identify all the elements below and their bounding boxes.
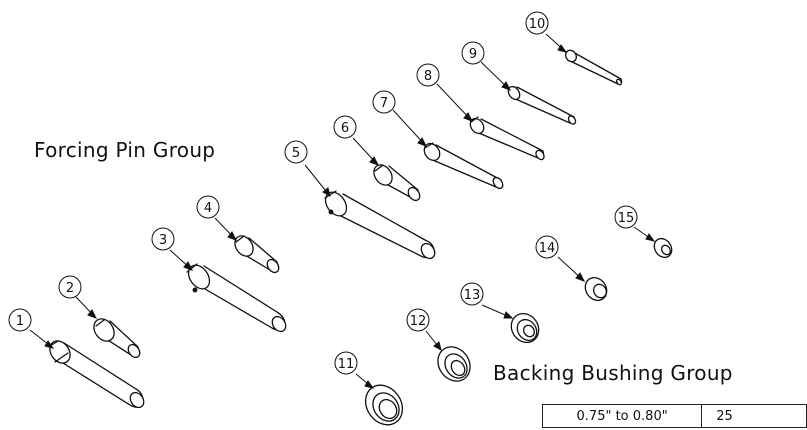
callout-14: 14	[539, 241, 556, 256]
callout-6: 6	[341, 121, 349, 136]
forcing-pin-9	[507, 85, 577, 125]
table-row: 0.75" to 0.80" 25	[541, 404, 807, 428]
callout-13: 13	[464, 288, 481, 303]
callout-11: 11	[338, 357, 355, 372]
bushing-11	[364, 384, 404, 426]
bushing-12	[437, 346, 471, 382]
backing-bushing-group-title: Backing Bushing Group	[493, 361, 733, 385]
table-cell-value: 25	[701, 404, 807, 428]
callout-9: 9	[469, 47, 477, 62]
callout-3: 3	[159, 233, 167, 248]
forcing-pin-10	[565, 49, 623, 86]
forcing-pin-2	[93, 318, 141, 359]
forcing-pin-3	[186, 263, 287, 333]
callout-1: 1	[16, 314, 24, 329]
forcing-pin-5	[324, 190, 436, 260]
forcing-pin-1	[49, 340, 145, 409]
bushing-13	[510, 312, 540, 344]
callout-12: 12	[410, 314, 427, 329]
forcing-pin-6	[373, 164, 421, 202]
callout-15: 15	[618, 211, 635, 226]
forcing-pin-group-title: Forcing Pin Group	[34, 138, 216, 162]
callout-10: 10	[529, 17, 546, 32]
callout-5: 5	[292, 146, 300, 161]
callout-4: 4	[204, 201, 212, 216]
bushing-14	[584, 276, 608, 302]
callout-7: 7	[380, 96, 388, 111]
spec-table: 0.75" to 0.80" 25	[541, 404, 807, 428]
forcing-pin-8	[469, 116, 545, 161]
callout-2: 2	[66, 281, 74, 296]
forcing-pin-4	[234, 235, 280, 274]
bushing-15	[653, 237, 673, 259]
table-cell-range: 0.75" to 0.80"	[541, 404, 703, 428]
forcing-pin-7	[423, 142, 504, 190]
callout-8: 8	[424, 69, 432, 84]
